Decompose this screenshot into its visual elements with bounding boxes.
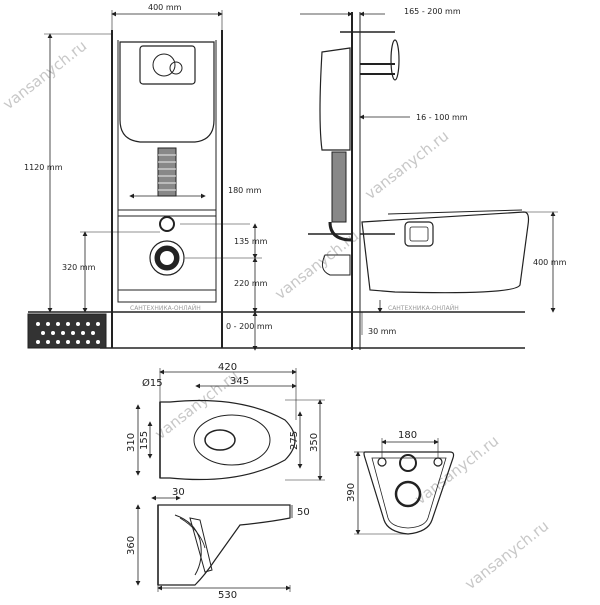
dim-depth-350: 350 bbox=[309, 433, 320, 452]
dim-height-400: 400 mm bbox=[533, 258, 567, 267]
dim-offset-30: 30 bbox=[172, 487, 185, 498]
dim-depth-275: 275 bbox=[289, 431, 300, 450]
brand-mark-1: САНТЕХНИКА-ОНЛАЙН bbox=[130, 305, 201, 312]
dim-width-400: 400 mm bbox=[148, 3, 182, 12]
dim-height-155: 155 bbox=[139, 431, 150, 450]
front-installation-view bbox=[27, 10, 525, 351]
dim-outlet-220: 220 mm bbox=[234, 279, 268, 288]
dim-mount-320: 320 mm bbox=[62, 263, 96, 272]
base-pattern bbox=[36, 322, 100, 344]
dim-rim-50: 50 bbox=[297, 507, 310, 518]
dim-height-1120: 1120 mm bbox=[24, 163, 63, 172]
watermark-2: vansanych.ru bbox=[361, 127, 452, 203]
side-installation-view bbox=[300, 11, 558, 350]
dim-height-360: 360 bbox=[126, 536, 137, 555]
dim-hole-diameter: Ø15 bbox=[142, 377, 163, 389]
dim-height-310: 310 bbox=[126, 433, 137, 452]
bowl-rear-view bbox=[354, 438, 455, 535]
watermark-4: vansanych.ru bbox=[461, 517, 552, 593]
watermark-6: vansanych.ru bbox=[411, 432, 502, 508]
dim-flush-135: 135 mm bbox=[234, 237, 268, 246]
watermark-5: vansanych.ru bbox=[271, 227, 362, 303]
dim-height-390: 390 bbox=[346, 483, 357, 502]
dim-width-345: 345 bbox=[230, 376, 249, 387]
watermark-1: vansanych.ru bbox=[0, 37, 90, 113]
dim-floor-range: 0 - 200 mm bbox=[226, 322, 273, 331]
bowl-plan-view bbox=[135, 368, 325, 481]
dim-spacing-180-rear: 180 bbox=[398, 430, 417, 441]
dim-floor-30: 30 mm bbox=[368, 327, 397, 336]
dim-spacing-180: 180 mm bbox=[228, 186, 262, 195]
bowl-side-view bbox=[135, 495, 293, 592]
brand-mark-2: САНТЕХНИКА-ОНЛАЙН bbox=[388, 305, 459, 312]
dim-depth-165-200: 165 - 200 mm bbox=[404, 7, 461, 16]
dim-width-420: 420 bbox=[218, 362, 237, 373]
dim-length-530: 530 bbox=[218, 590, 237, 600]
dim-gap-16-100: 16 - 100 mm bbox=[416, 113, 468, 122]
